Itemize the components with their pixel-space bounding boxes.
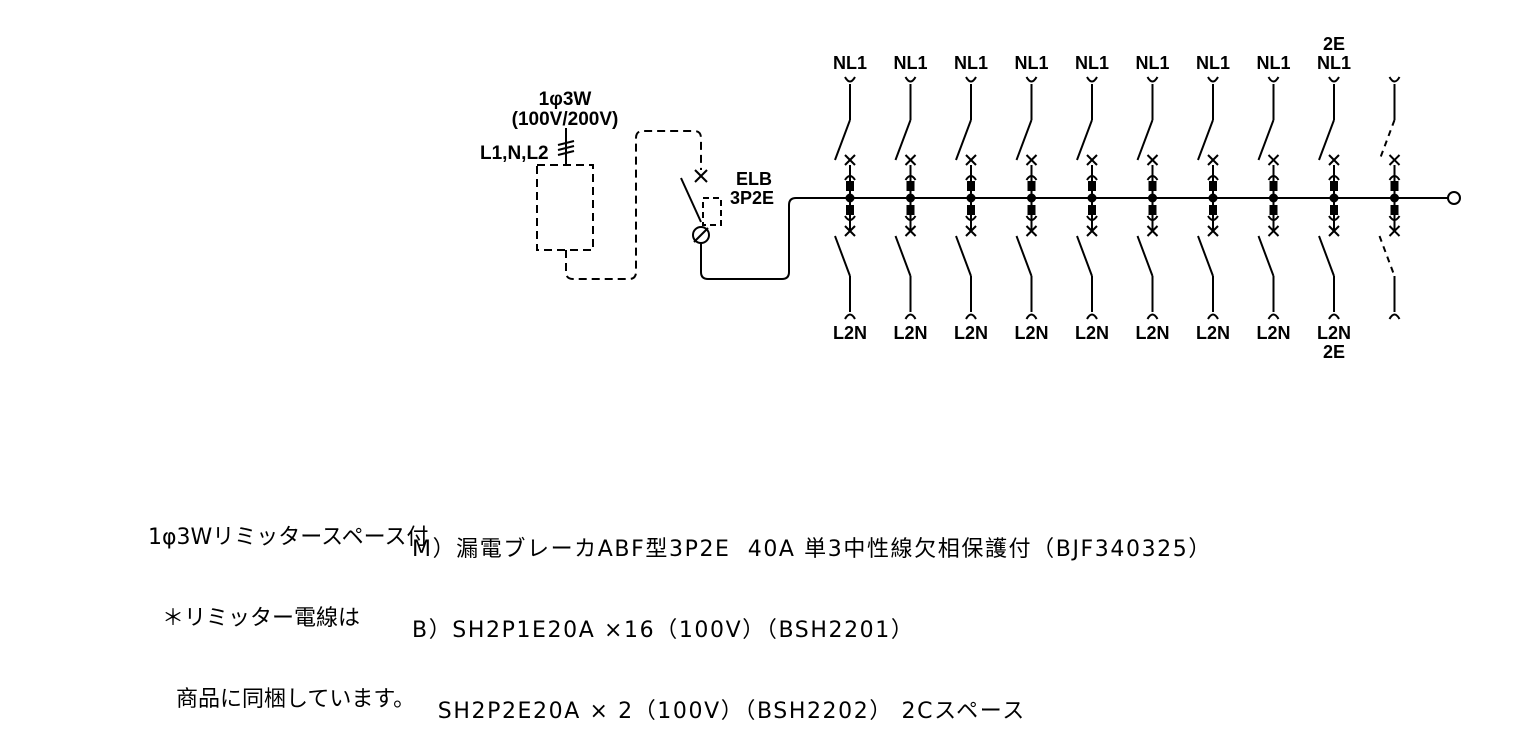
branch-top-label: NL1: [1317, 53, 1351, 73]
contact-block: [846, 205, 854, 215]
branch-top-sub-label: 2E: [1323, 34, 1345, 54]
source-voltage-label: (100V/200V): [512, 109, 619, 130]
bus-node: [906, 193, 915, 203]
contact-block: [1330, 205, 1338, 215]
bus-node: [1087, 193, 1097, 203]
branch-bottom-label: L2N: [954, 323, 988, 343]
branch-circuits: NL1L2NNL1L2NNL1L2NNL1L2NNL1L2NNL1L2NNL1L…: [833, 34, 1401, 362]
branch-bottom-label: L2N: [1317, 323, 1351, 343]
contact-block: [1390, 181, 1399, 191]
branch-bottom-label: L2N: [893, 323, 927, 343]
spec-line: B）SH2P1E20A ×16（100V）（BSH2201）: [412, 618, 915, 643]
branch-top-label: NL1: [954, 53, 988, 73]
contact-block: [1027, 205, 1036, 215]
wiring-diagram: 1φ3W (100V/200V) L1,N,L2 ELB 3P2E NL1L2N…: [480, 34, 1461, 362]
branch-bottom-sub-label: 2E: [1323, 342, 1345, 362]
contact-block: [1209, 181, 1217, 191]
bus-node: [1390, 193, 1399, 203]
contact-block: [906, 205, 915, 215]
contact-block: [1088, 205, 1096, 215]
branch-bottom-label: L2N: [1256, 323, 1290, 343]
source-wiring: [536, 128, 702, 280]
limiter-dashed-wire: [565, 130, 702, 280]
bus-node: [1329, 193, 1339, 203]
contact-block: [1027, 181, 1036, 191]
limiter-note-line: 1φ3Wリミッタースペース付: [148, 525, 429, 550]
source-lines-label: L1,N,L2: [480, 143, 549, 164]
spec-line: M）漏電ブレーカABF型3P2E 40A 単3中性線欠相保護付（BJF34032…: [412, 537, 1212, 562]
contact-block: [1390, 205, 1399, 215]
branch-top-label: NL1: [1196, 53, 1230, 73]
contact-block: [1269, 181, 1278, 191]
bus-node: [1148, 193, 1157, 203]
branch-bottom-label: L2N: [1196, 323, 1230, 343]
branch-top-label: NL1: [1256, 53, 1290, 73]
bus-node: [966, 193, 976, 203]
breaker-specs: M）漏電ブレーカABF型3P2E 40A 単3中性線欠相保護付（BJF34032…: [412, 482, 1212, 752]
branch-top-label: NL1: [893, 53, 927, 73]
bus-node: [1027, 193, 1036, 203]
branch-bottom-label: L2N: [1135, 323, 1169, 343]
bus-node: [1208, 193, 1218, 203]
branch-bottom-label: L2N: [1075, 323, 1109, 343]
contact-block: [1269, 205, 1278, 215]
limiter-note-line: ＊リミッター電線は: [148, 606, 360, 631]
contact-block: [1148, 205, 1157, 215]
main-breaker-name: ELB: [736, 169, 772, 189]
contact-block: [906, 181, 915, 191]
contact-block: [967, 205, 975, 215]
branch-top-label: NL1: [1135, 53, 1169, 73]
limiter-notes: 1φ3Wリミッタースペース付 ＊リミッター電線は 商品に同梱しています。: [148, 470, 429, 740]
limiter-space-box: [536, 164, 594, 251]
bus-node: [845, 193, 855, 203]
main-breaker-poles: 3P2E: [730, 188, 774, 208]
bus-terminal-icon: [1447, 191, 1461, 205]
branch-bottom-label: L2N: [1014, 323, 1048, 343]
branch-top-label: NL1: [1075, 53, 1109, 73]
contact-block: [1330, 181, 1338, 191]
contact-block: [967, 181, 975, 191]
spec-line: SH2P2E20A × 2（100V）（BSH2202） 2Cスペース: [412, 699, 1026, 724]
contact-block: [1209, 205, 1217, 215]
contact-block: [1088, 181, 1096, 191]
source-phase-label: 1φ3W: [539, 89, 592, 110]
branch-top-label: NL1: [833, 53, 867, 73]
contact-block: [1148, 181, 1157, 191]
main-breaker: [680, 169, 828, 280]
limiter-note-line: 商品に同梱しています。: [148, 687, 416, 712]
contact-block: [846, 181, 854, 191]
branch-circuit: [1378, 76, 1401, 320]
branch-bottom-label: L2N: [833, 323, 867, 343]
bus-node: [1269, 193, 1278, 203]
branch-top-label: NL1: [1014, 53, 1048, 73]
